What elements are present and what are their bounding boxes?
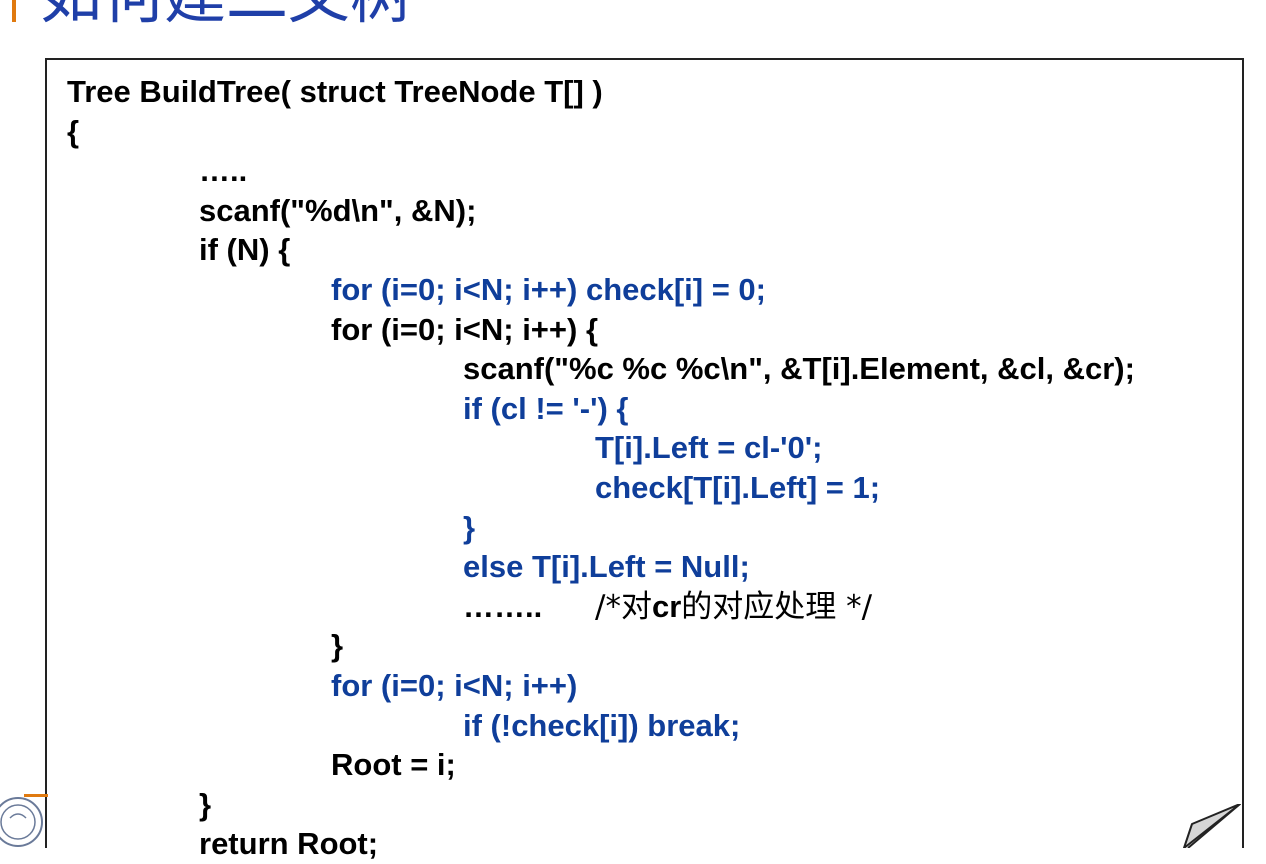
code-line: scanf("%c %c %c\n", &T[i].Element, &cl, …	[463, 351, 1135, 387]
code-line: T[i].Left = cl-'0';	[595, 430, 823, 466]
code-line: for (i=0; i<N; i++) {	[331, 311, 599, 347]
code-line: …..	[199, 153, 248, 189]
title-accent-bar	[12, 0, 16, 22]
code-line: return Root;	[199, 826, 379, 862]
code-line: if (N) {	[199, 232, 291, 268]
page-curl-icon	[1183, 804, 1241, 848]
code-line: }	[463, 509, 476, 545]
code-line: scanf("%d\n", &N);	[199, 192, 477, 228]
code-line: Tree BuildTree( struct TreeNode T[] )	[67, 74, 603, 109]
code-line: {	[67, 113, 80, 149]
code-line: }	[199, 786, 212, 822]
comment-prefix: /*对	[595, 588, 652, 625]
code-comment: /*对cr的对应处理 */	[595, 587, 872, 627]
university-seal-icon	[0, 797, 43, 847]
code-line: ……..	[463, 588, 543, 624]
slide-title: 如何建二叉树	[40, 0, 412, 34]
comment-variable: cr	[651, 588, 682, 624]
code-line: for (i=0; i<N; i++) check[i] = 0;	[331, 272, 766, 307]
code-line: if (cl != '-') {	[463, 390, 629, 426]
code-line: if (!check[i]) break;	[463, 707, 741, 743]
code-line: for (i=0; i<N; i++)	[331, 668, 578, 703]
code-line: check[T[i].Left] = 1;	[595, 470, 881, 505]
code-line: Root = i;	[331, 747, 456, 783]
code-line: }	[331, 628, 344, 664]
code-line: else T[i].Left = Null;	[463, 549, 750, 585]
comment-suffix: 的对应处理 */	[681, 588, 873, 625]
code-note-box: Tree BuildTree( struct TreeNode T[] ) { ….…	[45, 58, 1244, 861]
footer-accent-rule	[24, 794, 48, 797]
